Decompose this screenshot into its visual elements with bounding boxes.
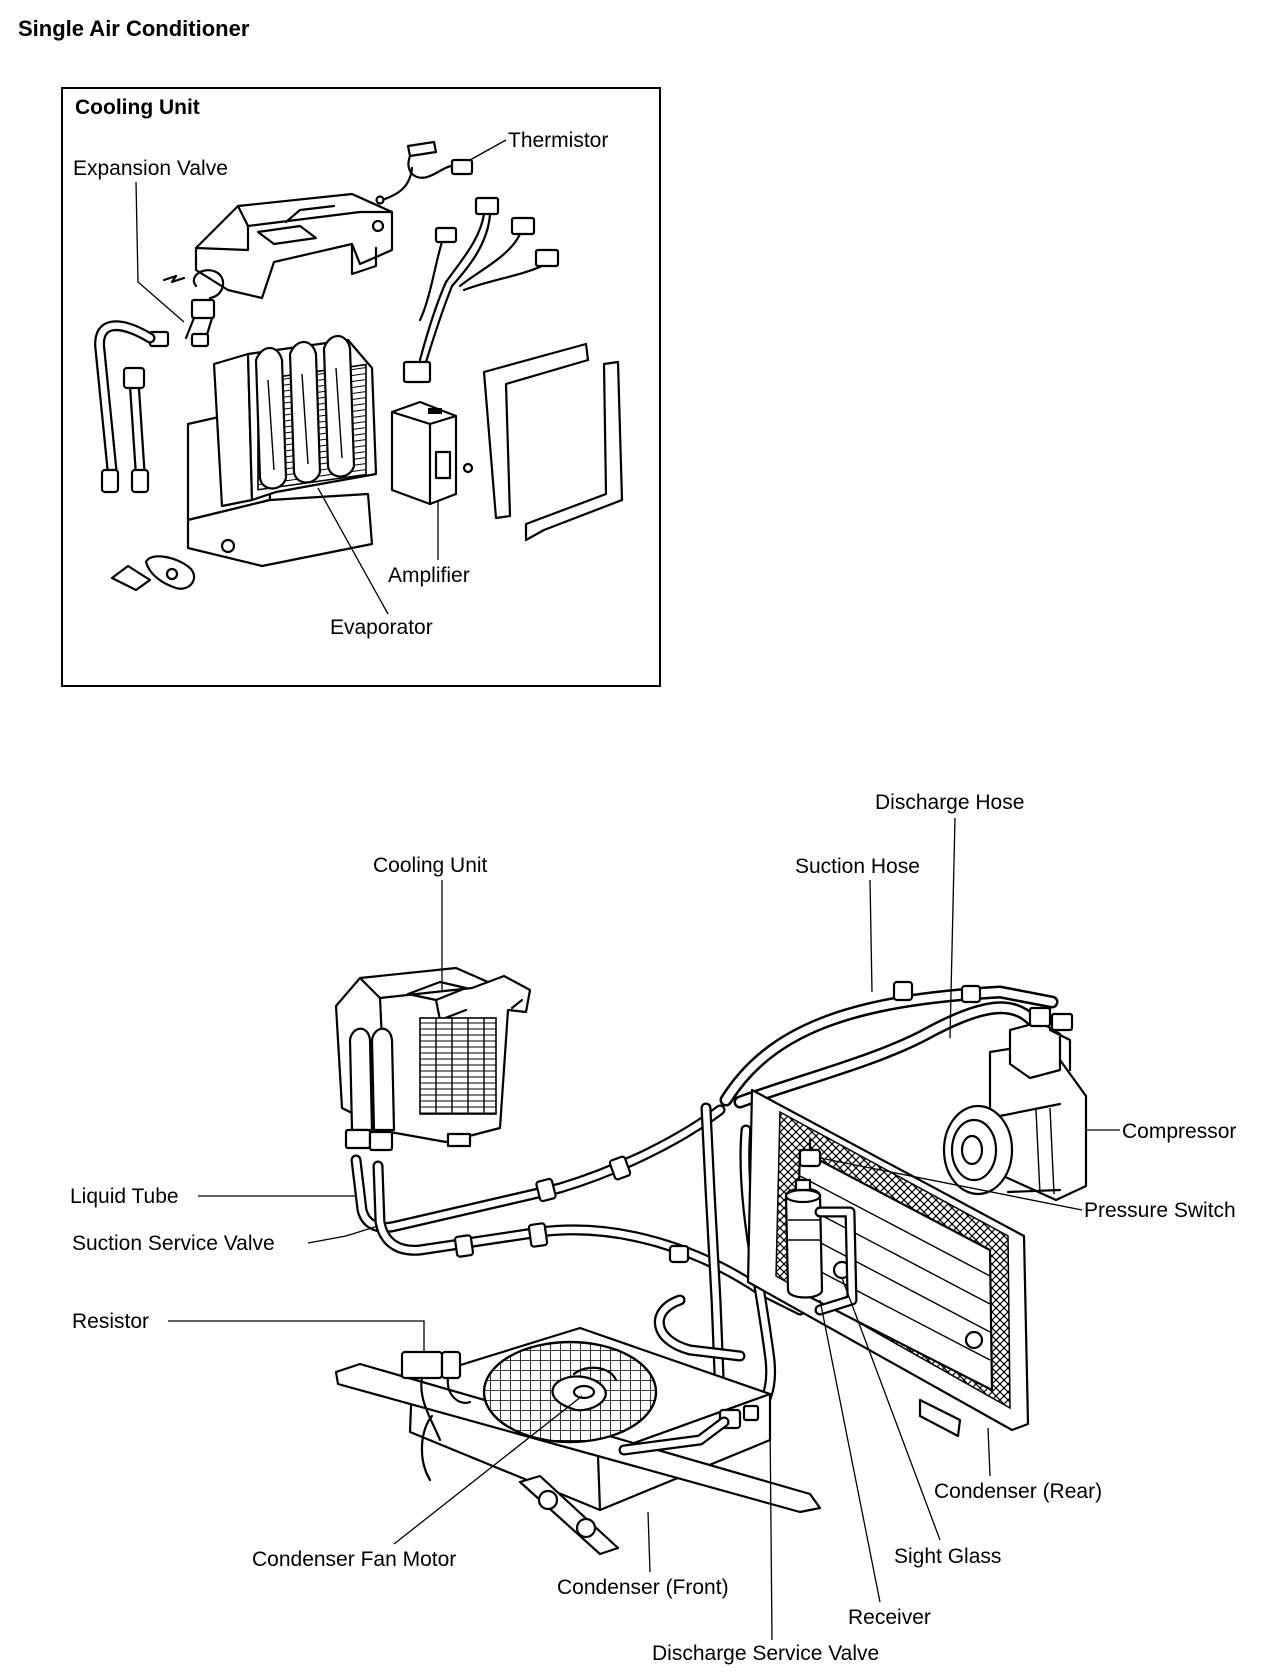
label-discharge-hose: Discharge Hose: [875, 791, 1024, 814]
label-condenser-rear: Condenser (Rear): [934, 1480, 1102, 1503]
compressor: [942, 1006, 1088, 1202]
label-compressor: Compressor: [1122, 1120, 1236, 1143]
label-suction-hose: Suction Hose: [795, 855, 920, 878]
label-amplifier: Amplifier: [388, 564, 470, 587]
cooling-unit-inset: Cooling Unit: [61, 87, 661, 687]
label-condenser-front: Condenser (Front): [557, 1576, 729, 1599]
receiver: [784, 1178, 858, 1316]
ac-system-assembly: Discharge Hose Suction Hose Cooling Unit…: [70, 791, 1236, 1665]
label-evaporator: Evaporator: [330, 616, 433, 639]
label-receiver: Receiver: [848, 1606, 931, 1629]
amplifier: [390, 400, 474, 506]
inset-pipes: [94, 320, 156, 494]
label-expansion-valve: Expansion Valve: [73, 157, 228, 180]
thermistor: [375, 140, 474, 205]
expansion-valve: [148, 269, 225, 348]
seal-packings: [482, 342, 624, 542]
label-thermistor: Thermistor: [508, 129, 608, 152]
bracket-parts: [110, 555, 196, 592]
discharge-hose: [733, 984, 1047, 1109]
inset-title: Cooling Unit: [75, 96, 200, 119]
page-title: Single Air Conditioner: [18, 16, 250, 41]
label-condenser-fan-motor: Condenser Fan Motor: [252, 1548, 456, 1571]
label-cooling-unit: Cooling Unit: [373, 854, 488, 877]
label-discharge-service-valve: Discharge Service Valve: [652, 1642, 879, 1665]
wire-harness: [402, 196, 560, 384]
refrigerant-tubes: [350, 1102, 806, 1436]
label-sight-glass: Sight Glass: [894, 1545, 1001, 1568]
condenser-front: [334, 1326, 822, 1556]
discharge-service-valve: [618, 1404, 760, 1456]
resistor: [400, 1350, 472, 1482]
evaporator: [186, 334, 378, 568]
inset-frame: [61, 87, 661, 687]
label-suction-service-valve: Suction Service Valve: [72, 1232, 275, 1255]
label-resistor: Resistor: [72, 1310, 149, 1333]
label-pressure-switch: Pressure Switch: [1084, 1199, 1236, 1222]
cooling-unit: [334, 966, 532, 1152]
label-liquid-tube: Liquid Tube: [70, 1185, 179, 1208]
condenser-fan-motor: [482, 1340, 658, 1444]
upper-case-cover: [194, 192, 394, 300]
